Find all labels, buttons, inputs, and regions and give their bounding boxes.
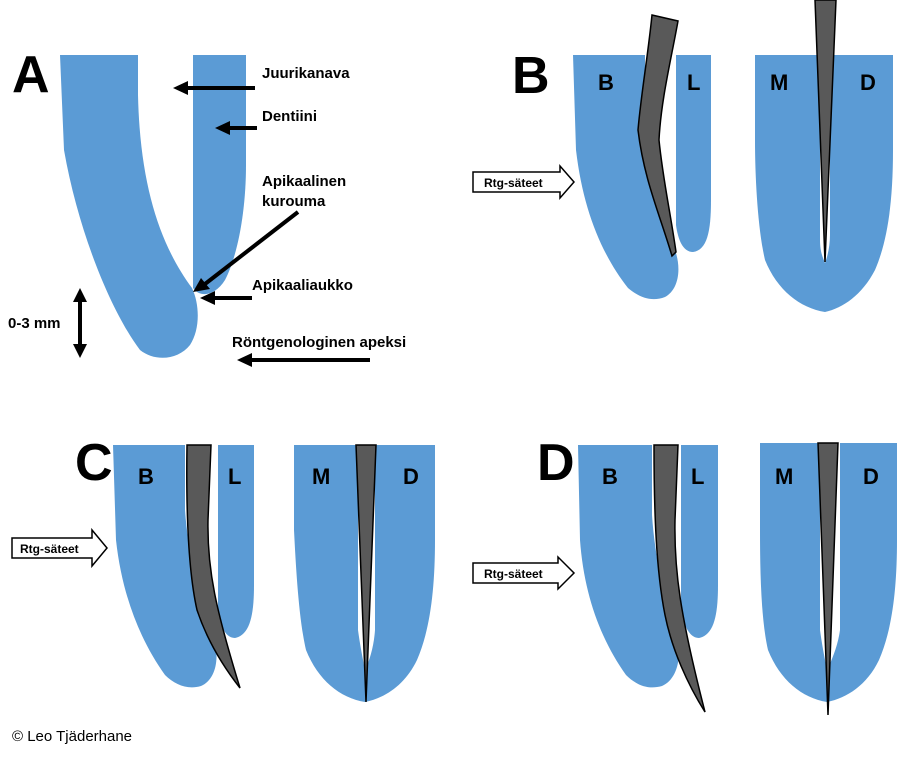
panel-d: D B L M D Rtg-säteet xyxy=(472,434,897,716)
copyright-text: © Leo Tjäderhane xyxy=(12,728,132,745)
canal-arrow-head xyxy=(173,81,188,95)
label-apikaalinen: Apikaalinen xyxy=(262,173,346,190)
label-distance: 0-3 mm xyxy=(8,315,61,332)
label-apikaaliaukko: Apikaaliaukko xyxy=(252,277,353,294)
panel-c-letter: C xyxy=(75,434,113,492)
panel-a-letter: A xyxy=(12,46,50,104)
panel-c-root-lingual-wall xyxy=(218,445,254,638)
panel-d-file-straight xyxy=(817,442,839,716)
panel-d-root-buccal-wall xyxy=(578,445,679,688)
panel-c-xray-label: Rtg-säteet xyxy=(20,542,79,556)
panel-b-root-lingual-wall xyxy=(676,55,711,252)
panel-c-root-buccal-wall xyxy=(113,445,217,688)
panel-b-label-d: D xyxy=(860,70,876,95)
panel-b-root-mesial-wall xyxy=(755,55,825,312)
label-rontgenologinen-apeksi: Röntgenologinen apeksi xyxy=(232,334,406,351)
panel-b-letter: B xyxy=(512,47,550,105)
panel-b-root-buccal-wall xyxy=(573,55,679,300)
panel-a: A Juurikanava Dentiini Apikaalinen kurou… xyxy=(8,46,406,367)
foramen-arrow-head xyxy=(200,291,215,305)
panel-b-label-l: L xyxy=(687,70,700,95)
panel-a-root-inner-wall xyxy=(193,55,246,295)
panel-d-label-b: B xyxy=(602,464,618,489)
label-kurouma: kurouma xyxy=(262,193,326,210)
panel-c-label-m: M xyxy=(312,464,330,489)
panel-b: B B L M D Rtg-säteet xyxy=(472,0,893,312)
panel-b-file-straight xyxy=(814,0,837,263)
panel-c-label-b: B xyxy=(138,464,154,489)
panel-c-root-distal-wall xyxy=(365,445,435,702)
panel-d-root-distal-wall xyxy=(827,443,897,702)
panel-d-letter: D xyxy=(537,434,575,492)
panel-b-file-curved xyxy=(637,14,679,258)
constriction-arrow xyxy=(203,210,300,286)
panel-d-xray-label: Rtg-säteet xyxy=(484,567,543,581)
distance-arrow-top xyxy=(73,288,87,302)
panel-b-xray-arrow xyxy=(472,164,575,200)
panel-b-root-distal-wall xyxy=(825,55,893,312)
panel-c-file-straight xyxy=(355,444,377,703)
panel-d-root-mesial-wall xyxy=(760,443,827,702)
panel-c: C B L M D Rtg-säteet xyxy=(11,434,435,703)
panel-d-xray-arrow xyxy=(472,555,576,591)
panel-b-label-b: B xyxy=(598,70,614,95)
panel-b-label-m: M xyxy=(770,70,788,95)
constriction-arrow-head xyxy=(193,278,210,292)
panel-c-xray-arrow xyxy=(11,527,108,569)
panel-b-xray-label: Rtg-säteet xyxy=(484,176,543,190)
panel-c-file-curved xyxy=(186,444,241,689)
panel-c-label-d: D xyxy=(403,464,419,489)
panel-d-file-curved xyxy=(653,444,706,713)
panel-d-label-m: M xyxy=(775,464,793,489)
dentin-arrow-head xyxy=(215,121,230,135)
panel-c-root-mesial-wall xyxy=(294,445,365,702)
label-juurikanava: Juurikanava xyxy=(262,65,350,82)
panel-d-label-d: D xyxy=(863,464,879,489)
panel-d-label-l: L xyxy=(691,464,704,489)
panel-d-root-lingual-wall xyxy=(681,445,718,638)
panel-a-root-outer-wall xyxy=(60,55,198,358)
distance-arrow-bottom xyxy=(73,344,87,358)
label-dentiini: Dentiini xyxy=(262,108,317,125)
panel-c-label-l: L xyxy=(228,464,241,489)
apex-arrow-head xyxy=(237,353,252,367)
